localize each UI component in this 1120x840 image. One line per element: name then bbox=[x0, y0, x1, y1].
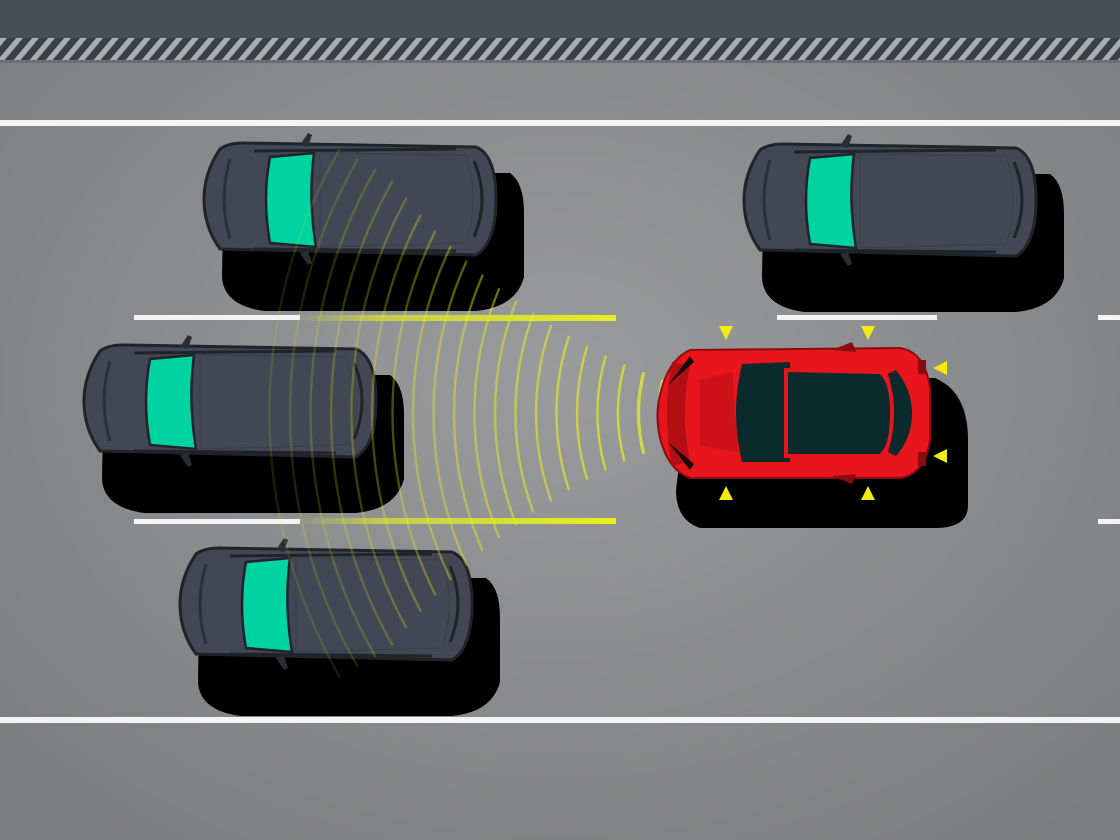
sensor-wave-icon bbox=[329, 180, 394, 646]
warning-triangle-icon bbox=[861, 326, 875, 340]
car-windshield bbox=[240, 556, 294, 654]
parked-car-icon bbox=[178, 538, 500, 716]
road-barrier bbox=[0, 0, 1120, 38]
barrier-hatch bbox=[0, 38, 1120, 60]
warning-triangle-icon bbox=[719, 326, 733, 340]
sensor-wave-icon bbox=[411, 245, 452, 581]
parked-car-icon bbox=[202, 133, 524, 311]
warning-triangle-icon bbox=[933, 361, 947, 375]
warning-triangle-icon bbox=[719, 486, 733, 500]
parked-cars bbox=[82, 133, 1064, 716]
sensor-wave-icon bbox=[309, 168, 377, 658]
ego-car-icon bbox=[656, 342, 968, 528]
warning-triangle-icon bbox=[861, 486, 875, 500]
lane-edge-top bbox=[0, 120, 1120, 126]
sensor-wave-icon bbox=[452, 274, 484, 552]
car-windshield bbox=[144, 353, 198, 451]
sensor-wave-icon bbox=[432, 260, 468, 566]
sensor-wave-icon bbox=[350, 197, 408, 629]
car-windshield bbox=[264, 151, 318, 249]
sensor-wave-icon bbox=[514, 313, 535, 513]
sensor-wave-icon bbox=[473, 288, 501, 538]
ego-car-glass bbox=[736, 362, 790, 462]
sensor-wave-icon bbox=[391, 230, 437, 596]
parked-car-icon bbox=[82, 335, 404, 513]
sensor-wave-icon bbox=[555, 335, 570, 491]
sensor-wave-icon bbox=[596, 355, 607, 471]
sensor-wave-icon bbox=[636, 372, 645, 454]
sensor-wave-icon bbox=[493, 300, 518, 526]
car-windshield bbox=[804, 152, 858, 250]
warning-indicators bbox=[719, 326, 947, 500]
sensor-wave-icon bbox=[616, 364, 626, 462]
warning-triangle-icon bbox=[933, 449, 947, 463]
parked-car-icon bbox=[742, 134, 1064, 312]
sensor-wave-icon bbox=[370, 214, 422, 612]
sensor-wave-icon bbox=[288, 158, 359, 668]
lane-edge-bottom bbox=[0, 717, 1120, 723]
sensor-wave-icon bbox=[575, 345, 589, 481]
sensor-wave-icon bbox=[534, 324, 552, 502]
sensor-wave-icon bbox=[268, 148, 341, 678]
